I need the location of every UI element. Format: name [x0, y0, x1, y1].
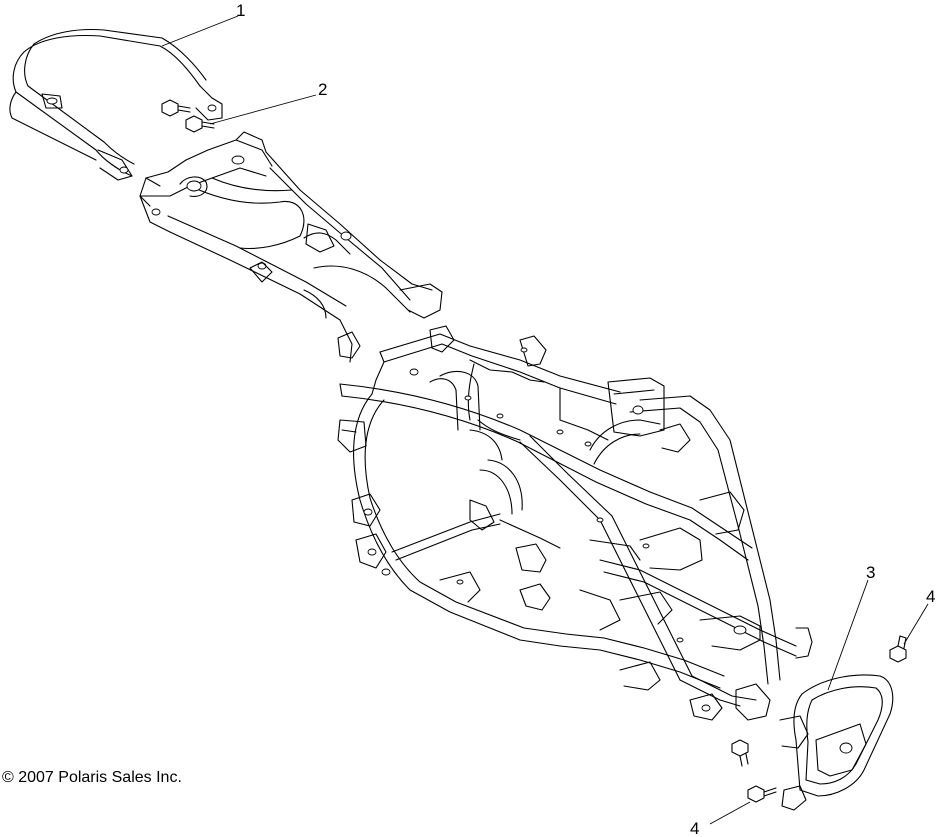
front-bumper-icon	[779, 674, 894, 811]
bolt-icon	[747, 785, 777, 803]
copyright-notice: © 2007 Polaris Sales Inc.	[2, 769, 182, 786]
callout-2-leader	[209, 94, 317, 125]
bolt-icon	[889, 635, 907, 663]
bolt-icon	[731, 739, 749, 767]
callout-4a-label: 4	[926, 587, 935, 606]
callout-3-leader	[827, 579, 869, 691]
atv-frame-icon	[139, 131, 813, 721]
rear-rack-icon	[9, 29, 223, 181]
callout-2-label: 2	[318, 80, 327, 99]
callout-1-label: 1	[236, 1, 245, 20]
callout-4b-label: 4	[690, 819, 699, 837]
callout-1-leader	[161, 15, 239, 47]
callout-4b-leader	[709, 801, 751, 825]
bolt-icon	[161, 99, 215, 133]
callout-4a-leader	[903, 603, 929, 645]
callout-3-label: 3	[866, 563, 875, 582]
